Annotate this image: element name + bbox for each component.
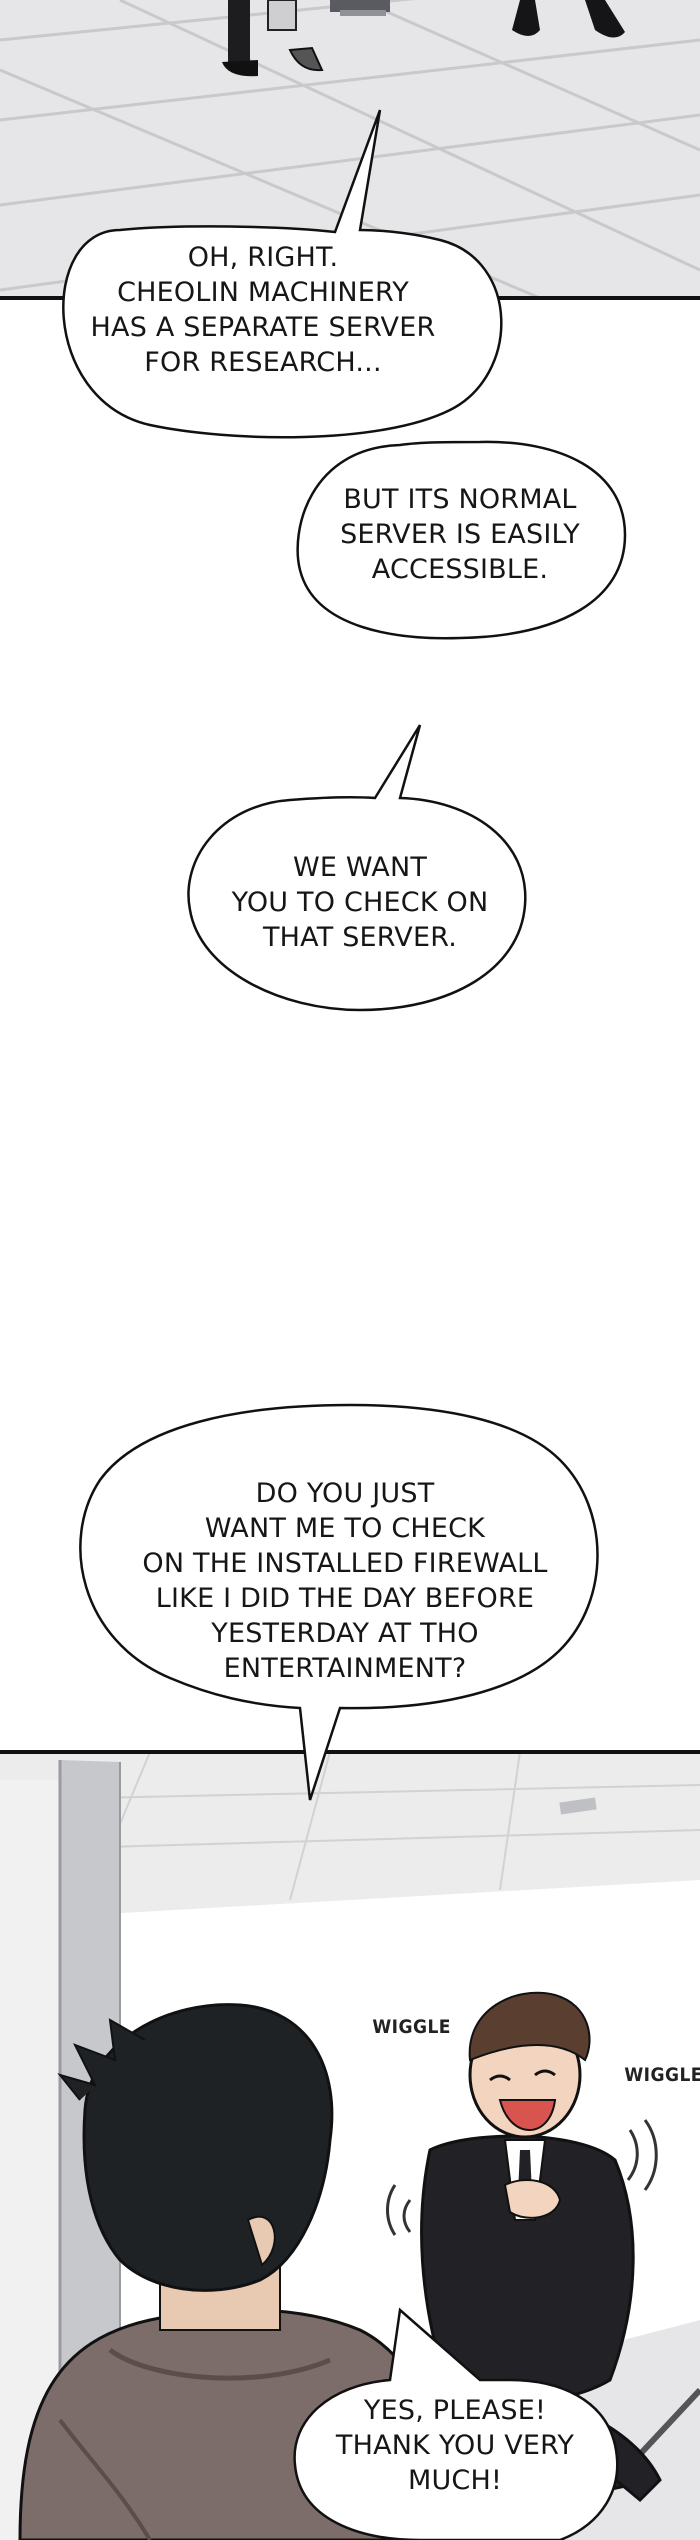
bubble-4-line: ENTERTAINMENT? bbox=[223, 1653, 467, 1684]
bubble-1-line: CHEOLIN MACHINERY bbox=[117, 277, 409, 308]
bubble-2-line: ACCESSIBLE. bbox=[371, 554, 549, 585]
bubble-2-line: SERVER IS EASILY bbox=[340, 519, 580, 550]
bubble-1-line: FOR RESEARCH... bbox=[144, 347, 382, 378]
bubble-4-text: DO YOU JUST WANT ME TO CHECK ON THE INST… bbox=[95, 1476, 595, 1686]
bubble-4-line: LIKE I DID THE DAY BEFORE bbox=[155, 1583, 535, 1614]
bubble-4-line: ON THE INSTALLED FIREWALL bbox=[142, 1548, 548, 1579]
bubble-5-line: MUCH! bbox=[407, 2465, 503, 2496]
bubble-2-text: BUT ITS NORMAL SERVER IS EASILY ACCESSIB… bbox=[300, 482, 620, 587]
bubble-1-text: OH, RIGHT. CHEOLIN MACHINERY HAS A SEPAR… bbox=[58, 240, 468, 380]
bubble-5-line: THANK YOU VERY bbox=[335, 2430, 575, 2461]
bubble-4-line: DO YOU JUST bbox=[255, 1478, 435, 1509]
bubble-3-text: WE WANT YOU TO CHECK ON THAT SERVER. bbox=[200, 850, 520, 955]
bubble-1-line: OH, RIGHT. bbox=[187, 242, 339, 273]
bubble-4-line: YESTERDAY AT THO bbox=[211, 1618, 479, 1649]
bubble-3-line: WE WANT bbox=[292, 852, 428, 883]
bubble-3-line: YOU TO CHECK ON bbox=[231, 887, 489, 918]
bubble-1-line: HAS A SEPARATE SERVER bbox=[90, 312, 436, 343]
speech-bubble-5 bbox=[293, 2307, 619, 2540]
speech-bubble-1 bbox=[62, 109, 503, 439]
sfx-wiggle-left: WIGGLE bbox=[372, 2016, 451, 2038]
speech-bubble-2 bbox=[296, 440, 627, 640]
speech-bubble-3 bbox=[187, 724, 527, 1012]
bubble-4-line: WANT ME TO CHECK bbox=[204, 1513, 486, 1544]
legs-shape bbox=[228, 0, 250, 62]
bubble-2-line: BUT ITS NORMAL bbox=[343, 484, 577, 515]
sfx-wiggle-right: WIGGLE bbox=[624, 2064, 700, 2086]
bubble-5-line: YES, PLEASE! bbox=[363, 2395, 547, 2426]
bubble-5-text: YES, PLEASE! THANK YOU VERY MUCH! bbox=[300, 2393, 610, 2498]
bubble-3-line: THAT SERVER. bbox=[262, 922, 458, 953]
speech-bubble-4 bbox=[79, 1403, 599, 1801]
